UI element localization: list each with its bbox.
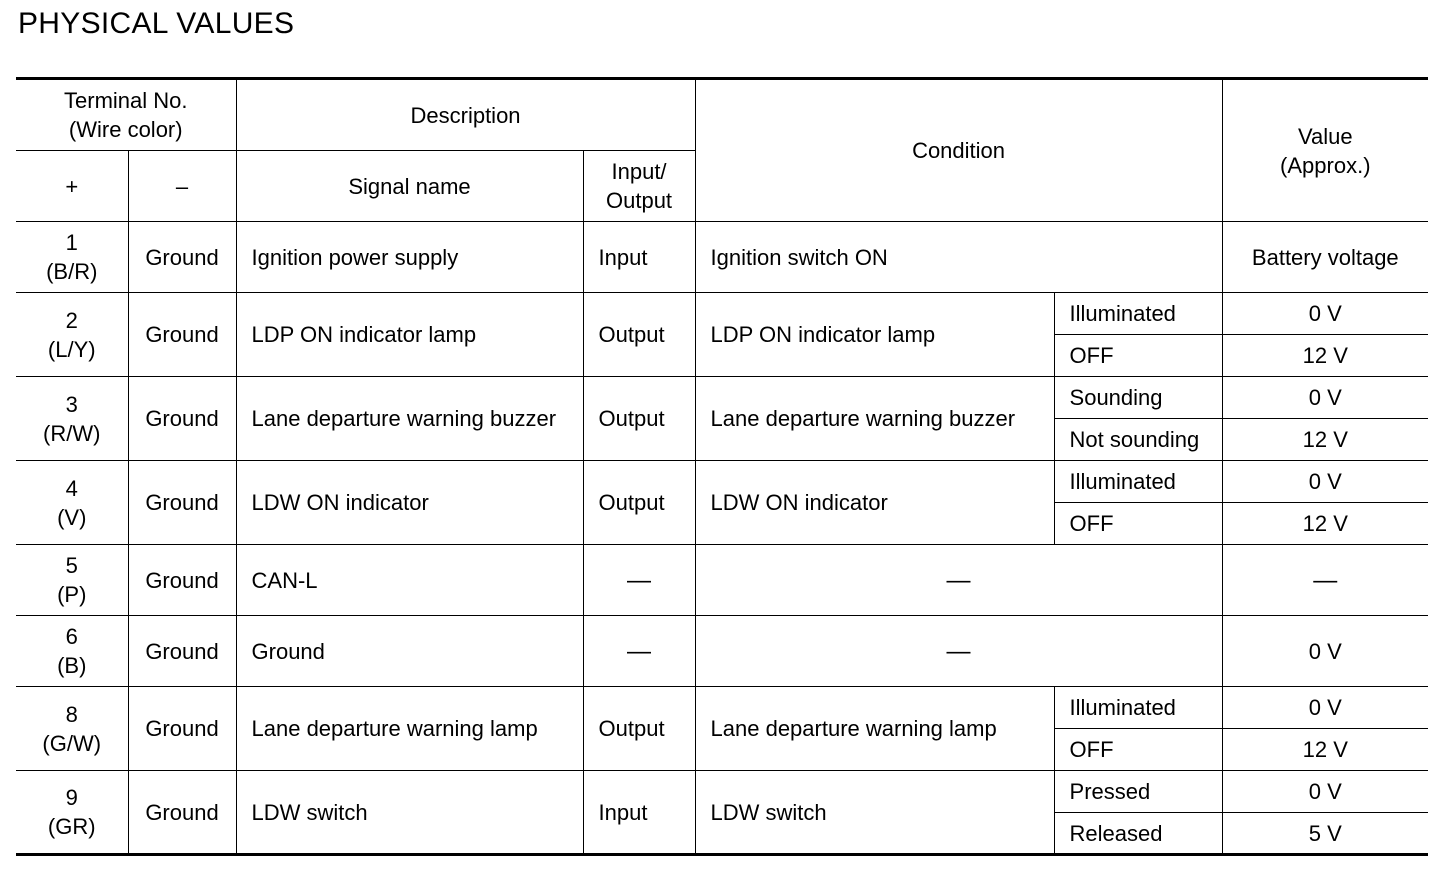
state-cell: Pressed bbox=[1053, 770, 1223, 813]
io-cell: — bbox=[582, 544, 696, 616]
minus-cell: Ground bbox=[127, 221, 237, 293]
io-cell: Input bbox=[582, 221, 696, 293]
minus-cell: Ground bbox=[127, 770, 237, 855]
signal-cell: Lane departure warning buzzer bbox=[235, 376, 584, 461]
value-cell: 12 V bbox=[1221, 728, 1429, 771]
signal-name-header: Signal name bbox=[235, 150, 584, 222]
state-cell: Illuminated bbox=[1053, 292, 1223, 335]
value-cell: 12 V bbox=[1221, 334, 1429, 377]
signal-cell: LDW ON indicator bbox=[235, 460, 584, 545]
io-cell: Output bbox=[582, 460, 696, 545]
io-cell: Output bbox=[582, 686, 696, 771]
table-subrow: Released 5 V bbox=[16, 812, 1429, 855]
table-row: 4 (V) Ground LDW ON indicator Output LDW… bbox=[16, 460, 1429, 545]
signal-cell: Lane departure warning lamp bbox=[235, 686, 584, 771]
table-row: 3 (R/W) Ground Lane departure warning bu… bbox=[16, 376, 1429, 461]
terminal-cell: 2 (L/Y) bbox=[16, 292, 129, 377]
terminal-cell: 3 (R/W) bbox=[16, 376, 129, 461]
signal-cell: Ground bbox=[235, 615, 584, 687]
state-cell: OFF bbox=[1054, 728, 1223, 771]
state-cell: OFF bbox=[1054, 334, 1223, 377]
condition-cell: Lane departure warning lamp bbox=[694, 686, 1055, 771]
minus-cell: Ground bbox=[127, 544, 237, 616]
table-row: 5 (P) Ground CAN-L — — — bbox=[16, 544, 1429, 616]
value-cell: 12 V bbox=[1221, 502, 1429, 545]
value-header-label: Value bbox=[1297, 123, 1353, 149]
terminal-cell: 9 (GR) bbox=[16, 770, 129, 855]
table-row: 2 (L/Y) Ground LDP ON indicator lamp Out… bbox=[16, 292, 1429, 377]
value-approx-label: (Approx.) bbox=[1280, 152, 1371, 178]
condition-cell: Ignition switch ON bbox=[694, 221, 1223, 293]
terminal-cell: 5 (P) bbox=[16, 544, 129, 616]
value-cell: 0 V bbox=[1221, 376, 1429, 419]
io-cell: Output bbox=[582, 376, 696, 461]
terminal-header-label: Terminal No. bbox=[64, 88, 188, 113]
description-header: Description bbox=[235, 78, 696, 151]
terminal-cell: 6 (B) bbox=[16, 615, 129, 687]
minus-header: – bbox=[127, 150, 237, 222]
io-cell: Output bbox=[582, 292, 696, 377]
value-cell: 0 V bbox=[1221, 770, 1429, 813]
page-title: PHYSICAL VALUES bbox=[18, 7, 295, 40]
table-subrow: OFF 12 V bbox=[16, 728, 1429, 771]
wire-color-header-label: (Wire color) bbox=[68, 117, 183, 142]
terminal-cell: 8 (G/W) bbox=[16, 686, 129, 771]
value-cell: 0 V bbox=[1221, 615, 1429, 687]
table-subrow: OFF 12 V bbox=[16, 502, 1429, 545]
terminal-cell: 4 (V) bbox=[16, 460, 129, 545]
state-cell: Illuminated bbox=[1053, 460, 1223, 503]
state-cell: OFF bbox=[1054, 502, 1223, 545]
io-cell: Input bbox=[582, 770, 696, 855]
condition-cell: — bbox=[694, 544, 1223, 616]
value-cell: — bbox=[1221, 544, 1429, 616]
state-cell: Released bbox=[1054, 812, 1223, 855]
condition-cell: LDP ON indicator lamp bbox=[694, 292, 1055, 377]
signal-cell: LDP ON indicator lamp bbox=[235, 292, 584, 377]
signal-cell: CAN-L bbox=[235, 544, 584, 616]
table-subrow: OFF 12 V bbox=[16, 334, 1429, 377]
condition-header: Condition bbox=[694, 78, 1223, 222]
condition-cell: — bbox=[694, 615, 1223, 687]
state-cell: Not sounding bbox=[1054, 418, 1223, 461]
minus-cell: Ground bbox=[127, 686, 237, 771]
io-header: Input/ Output bbox=[582, 150, 696, 222]
signal-cell: Ignition power supply bbox=[235, 221, 584, 293]
terminal-cell: 1 (B/R) bbox=[16, 221, 129, 293]
minus-cell: Ground bbox=[127, 615, 237, 687]
value-header: Value (Approx.) bbox=[1221, 78, 1429, 222]
table-row: 1 (B/R) Ground Ignition power supply Inp… bbox=[16, 221, 1429, 293]
terminal-header: Terminal No. (Wire color) bbox=[16, 78, 237, 151]
value-cell: 12 V bbox=[1221, 418, 1429, 461]
value-cell: 0 V bbox=[1221, 292, 1429, 335]
minus-cell: Ground bbox=[127, 376, 237, 461]
minus-cell: Ground bbox=[127, 460, 237, 545]
table-row: 6 (B) Ground Ground — — 0 V bbox=[16, 615, 1429, 687]
io-cell: — bbox=[582, 615, 696, 687]
minus-cell: Ground bbox=[127, 292, 237, 377]
table-row: 8 (G/W) Ground Lane departure warning la… bbox=[16, 686, 1429, 771]
value-cell: Battery voltage bbox=[1221, 221, 1429, 293]
condition-cell: Lane departure warning buzzer bbox=[694, 376, 1055, 461]
value-cell: 0 V bbox=[1221, 460, 1429, 503]
header-row-top: Terminal No. (Wire color) Description Co… bbox=[16, 78, 1429, 222]
signal-cell: LDW switch bbox=[235, 770, 584, 855]
state-cell: Illuminated bbox=[1053, 686, 1223, 729]
condition-cell: LDW switch bbox=[694, 770, 1055, 855]
state-cell: Sounding bbox=[1053, 376, 1223, 419]
condition-cell: LDW ON indicator bbox=[694, 460, 1055, 545]
plus-header: + bbox=[16, 150, 129, 222]
table-row: 9 (GR) Ground LDW switch Input LDW switc… bbox=[16, 770, 1429, 855]
value-cell: 0 V bbox=[1221, 686, 1429, 729]
physical-values-table: Terminal No. (Wire color) Description Co… bbox=[16, 77, 1429, 856]
value-cell: 5 V bbox=[1221, 812, 1429, 855]
